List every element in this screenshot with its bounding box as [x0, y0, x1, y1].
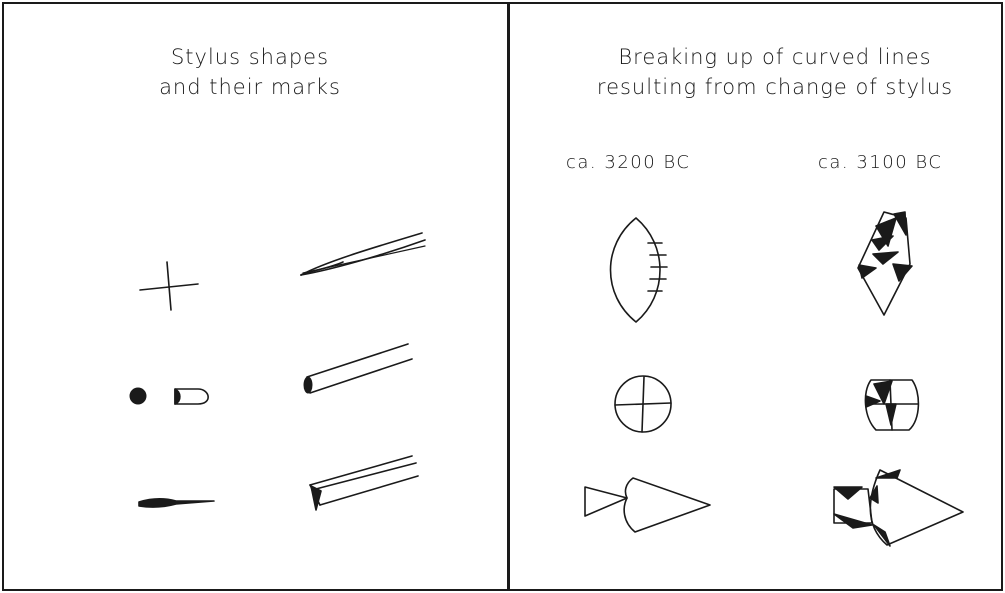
- round-stylus-end-icon: [175, 389, 208, 404]
- wedged-fish-sign-icon: [834, 470, 963, 546]
- wedged-circle-sign-icon: [865, 380, 918, 430]
- pointed-stylus-icon: [301, 233, 425, 275]
- wedge-mark-icon: [139, 499, 214, 507]
- wedged-leaf-sign-icon: [858, 212, 912, 315]
- cross-mark-icon: [140, 262, 198, 310]
- curved-leaf-sign-icon: [611, 218, 668, 322]
- curved-fish-sign-icon: [585, 478, 710, 532]
- round-stylus-icon: [304, 344, 413, 394]
- wedge-stylus-icon: [310, 456, 418, 510]
- round-dot-mark-icon: [130, 388, 147, 405]
- curved-circle-sign-icon: [615, 376, 671, 432]
